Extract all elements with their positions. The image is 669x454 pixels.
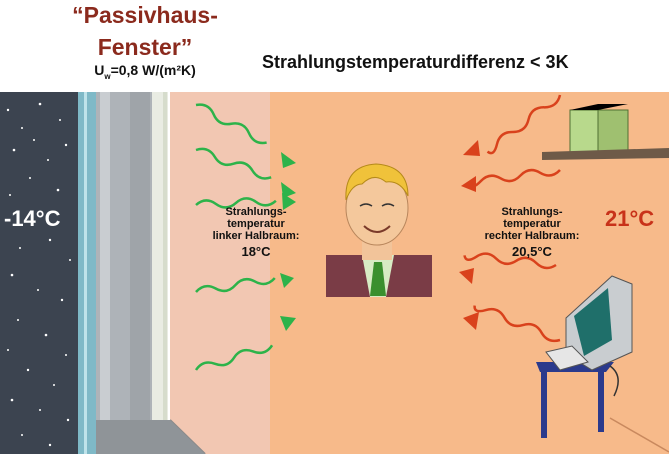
headline: Strahlungstemperaturdifferenz < 3K [262,52,569,72]
right-half-label: Strahlungs- temperatur rechter Halbraum:… [480,206,584,258]
person-left-eye [359,203,373,207]
u-value-subscript: w [104,71,111,81]
u-value-text: =0,8 W/(m²K) [110,62,196,78]
u-value: Uw=0,8 W/(m²K) [40,62,250,81]
green-arrowheads [280,152,296,331]
table-leg-left [541,372,547,438]
snowflakes [6,102,71,447]
floor-edge-right [609,417,669,453]
right-half-value: 20,5°C [512,244,552,259]
left-half-line-3: linker Halbraum: [212,230,300,242]
right-half-line-1: Strahlungs- [501,206,563,218]
left-half-line-2: temperatur [227,218,285,230]
window-reveal-edge [163,92,167,422]
red-arrowheads [459,140,480,330]
monitor-cable [609,365,619,397]
left-half-line-1: Strahlungs- [225,206,287,218]
left-half-label: Strahlungs- temperatur linker Halbraum: … [206,206,306,258]
shelf-box-side [597,109,629,156]
window-sill [96,420,205,454]
u-value-symbol: U [94,62,105,78]
outside-temperature: -14°C [4,206,61,231]
room-temperature: 21°C [605,206,655,231]
title-line-1: “Passivhaus- [72,2,218,28]
computer-setup [536,275,633,438]
window-frame-inner [130,92,150,454]
person-smile [363,225,391,233]
table-leg-right [598,372,604,432]
window-zone-wall [170,92,270,454]
shelf-box-top [570,104,628,110]
keyboard [545,345,589,371]
person-hair [345,163,409,201]
left-half-value: 18°C [241,244,271,259]
title-line-2: Fenster” [97,34,193,60]
person-tie [370,262,386,296]
person-figure [326,163,432,297]
green-radiation-arrows [194,103,277,371]
right-half-line-2: temperatur [503,218,561,230]
window-frame-edge [100,92,110,454]
night-sky [0,92,78,454]
right-half-line-3: rechter Halbraum: [484,230,580,242]
red-radiation-arrows [463,94,562,343]
monitor-screen [574,288,612,356]
wall-shelf [542,148,669,160]
window-glass-highlight [84,92,87,454]
person-right-eye [381,203,395,207]
